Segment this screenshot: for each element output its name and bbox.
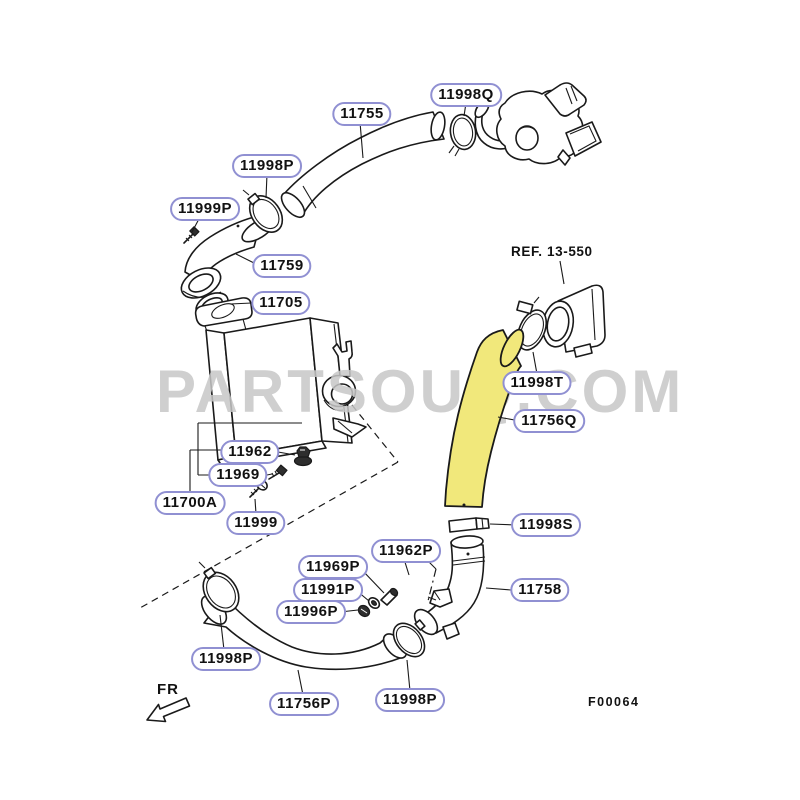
fr-direction-arrow — [146, 697, 191, 723]
fr-label: FR — [157, 681, 179, 698]
part-label-11969[interactable]: 11969 — [208, 463, 268, 487]
part-label-11705[interactable]: 11705 — [251, 291, 311, 315]
nut-11962 — [293, 446, 313, 467]
part-label-11991P[interactable]: 11991P — [293, 578, 363, 602]
hose-clamp-11998P-upper — [242, 189, 284, 233]
ref-callout: REF. 13-550 — [511, 244, 593, 259]
figure-code: F00064 — [588, 695, 640, 709]
intercooler-11700A — [194, 297, 367, 467]
bolt-11969 — [268, 464, 288, 480]
part-label-11998P-upper[interactable]: 11998P — [232, 154, 302, 178]
joint-pipe-11998S — [448, 517, 490, 533]
stud-11969P — [380, 587, 399, 606]
washer-11991P — [367, 596, 381, 610]
watermark: PARTSOUQ.COM — [156, 358, 684, 425]
part-label-11998P-lower-left[interactable]: 11998P — [191, 647, 261, 671]
bolt-11999P — [183, 226, 200, 244]
group-bracket-lines — [189, 422, 302, 495]
part-label-11700A[interactable]: 11700A — [154, 491, 226, 515]
hose-clamp-11998P-lower-right — [392, 619, 426, 658]
part-label-11756Q[interactable]: 11756Q — [513, 409, 585, 433]
turbocharger-assembly — [474, 82, 602, 166]
part-label-11998T[interactable]: 11998T — [502, 371, 572, 395]
part-label-11962P[interactable]: 11962P — [371, 539, 441, 563]
hose-clamp-11998T — [516, 296, 548, 351]
part-label-11756P[interactable]: 11756P — [269, 692, 339, 716]
grommet-11996P — [357, 604, 371, 618]
part-label-11998P-lower-right[interactable]: 11998P — [375, 688, 445, 712]
part-label-11999[interactable]: 11999 — [226, 511, 286, 535]
hose-clamp-11998Q — [448, 113, 477, 157]
hose-clamp-11998P-lower-left — [198, 561, 240, 613]
part-label-11759[interactable]: 11759 — [252, 254, 312, 278]
throttle-body-ref-13-550 — [541, 260, 606, 358]
air-hose-11755 — [280, 111, 446, 219]
part-label-11755[interactable]: 11755 — [332, 102, 392, 126]
part-label-11962[interactable]: 11962 — [220, 440, 280, 464]
part-label-11998S[interactable]: 11998S — [511, 513, 581, 537]
part-label-11996P[interactable]: 11996P — [276, 600, 346, 624]
part-label-11998Q[interactable]: 11998Q — [430, 83, 502, 107]
part-label-11969P[interactable]: 11969P — [298, 555, 368, 579]
pipe-11758 — [413, 535, 486, 640]
part-label-11999P[interactable]: 11999P — [170, 197, 240, 221]
part-label-11758[interactable]: 11758 — [510, 578, 570, 602]
